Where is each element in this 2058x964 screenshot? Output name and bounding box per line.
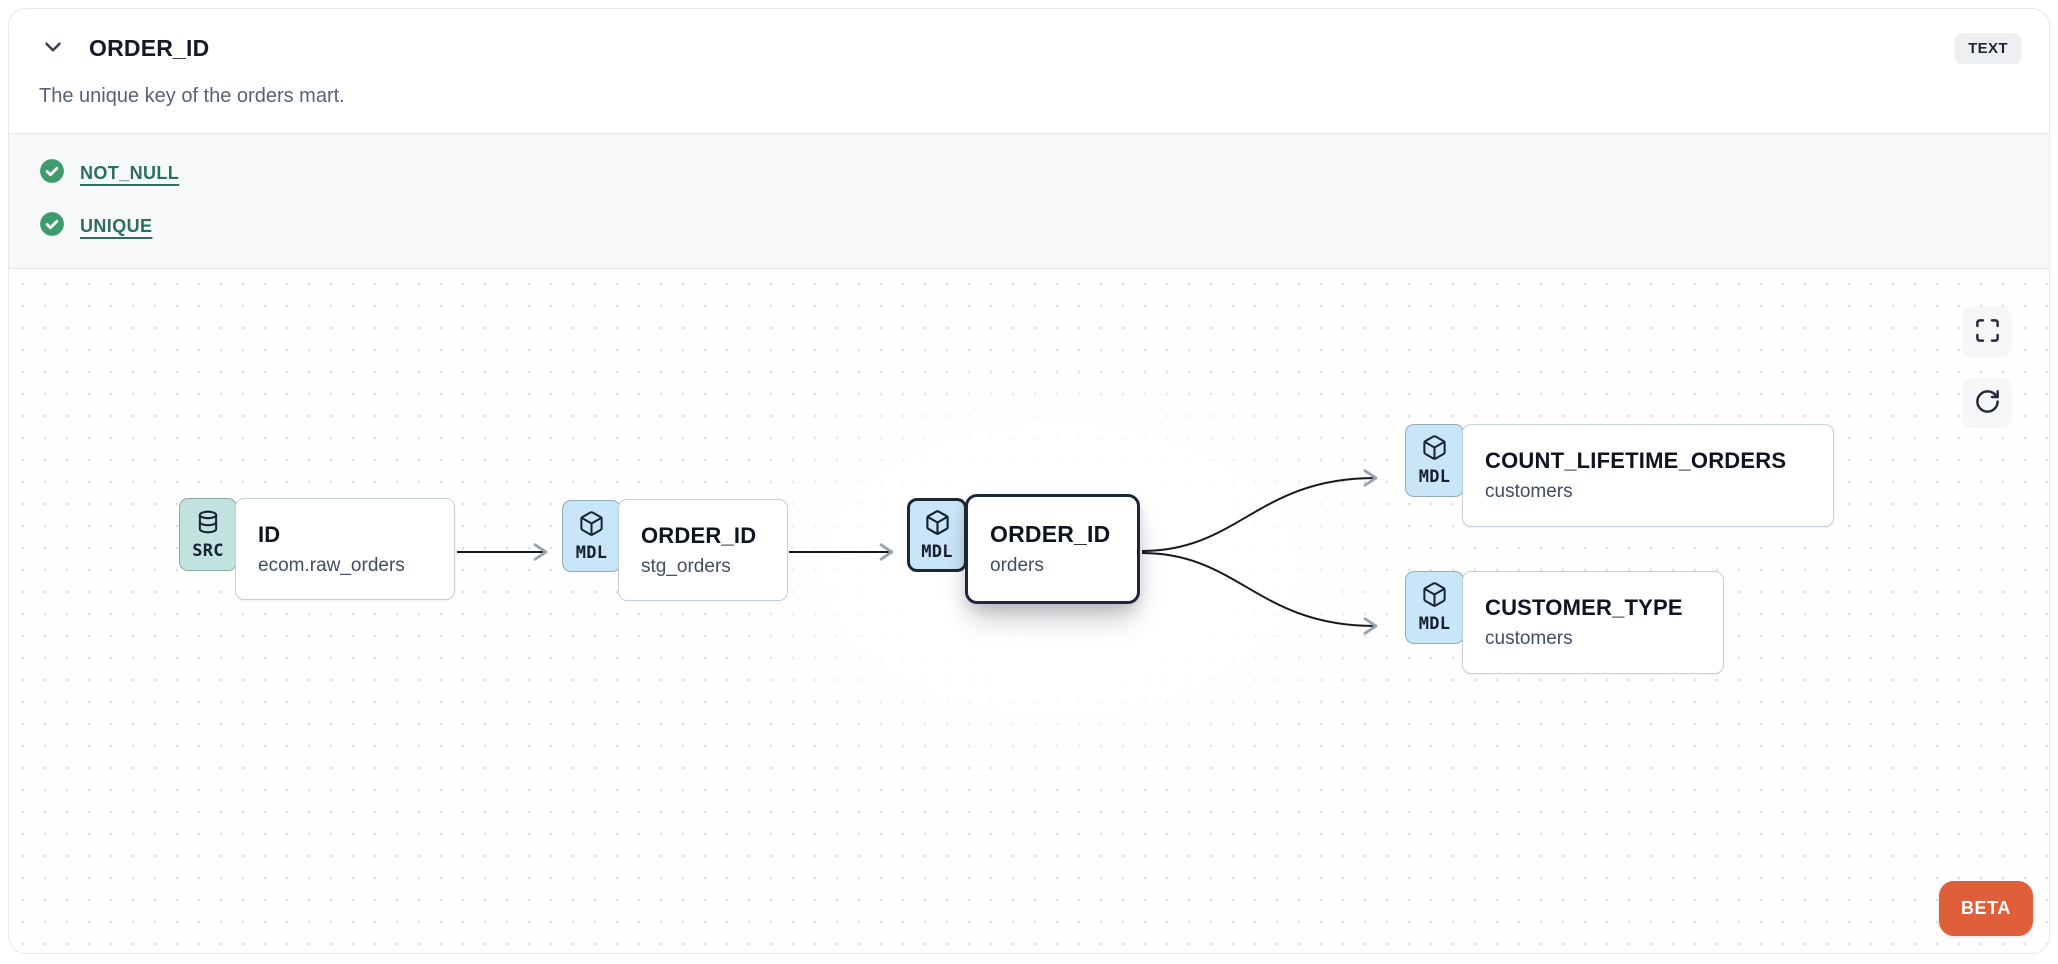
node-card: ORDER_ID orders xyxy=(965,494,1140,604)
column-details-panel: ORDER_ID TEXT The unique key of the orde… xyxy=(8,8,2050,954)
node-card: CUSTOMER_TYPE customers xyxy=(1462,571,1724,674)
node-badge-source: SRC xyxy=(179,498,237,571)
check-circle-icon xyxy=(39,158,65,189)
node-subtitle: customers xyxy=(1485,628,1573,649)
node-card: ORDER_ID stg_orders xyxy=(618,499,788,601)
database-icon xyxy=(195,509,221,540)
check-circle-icon xyxy=(39,211,65,242)
collapse-button[interactable] xyxy=(39,35,67,63)
lineage-edges xyxy=(457,469,1378,635)
box-icon xyxy=(924,509,951,541)
panel-header: ORDER_ID TEXT xyxy=(9,9,2049,64)
fullscreen-button[interactable] xyxy=(1962,307,2012,357)
node-title: ORDER_ID xyxy=(641,522,757,548)
node-badge-label: SRC xyxy=(192,540,224,561)
box-icon xyxy=(578,510,605,542)
rotate-cw-icon xyxy=(1974,388,2001,418)
test-link-not-null[interactable]: NOT_NULL xyxy=(80,162,180,183)
column-type-badge: TEXT xyxy=(1955,33,2021,64)
node-badge-label: MDL xyxy=(575,542,608,563)
node-badge-model: MDL xyxy=(907,498,967,572)
node-subtitle: stg_orders xyxy=(641,555,731,577)
box-icon xyxy=(1421,581,1448,613)
column-description: The unique key of the orders mart. xyxy=(39,85,345,107)
test-link-unique[interactable]: UNIQUE xyxy=(80,215,153,236)
node-title: ORDER_ID xyxy=(990,521,1111,547)
node-card: ID ecom.raw_orders xyxy=(235,498,455,600)
node-badge-label: MDL xyxy=(921,541,953,562)
maximize-icon xyxy=(1974,317,2001,347)
node-subtitle: orders xyxy=(990,555,1044,576)
beta-badge: BETA xyxy=(1939,881,2033,936)
node-title: COUNT_LIFETIME_ORDERS xyxy=(1485,448,1787,473)
box-icon xyxy=(1421,434,1448,466)
node-badge-label: MDL xyxy=(1418,467,1451,487)
node-badge-label: MDL xyxy=(1418,614,1451,634)
lineage-canvas[interactable]: SRC ID ecom.raw_orders MDL ORDER_ID stg_… xyxy=(9,269,2049,953)
node-badge-model: MDL xyxy=(1405,571,1464,644)
node-badge-model: MDL xyxy=(562,500,621,572)
refresh-button[interactable] xyxy=(1962,378,2012,428)
node-badge-model: MDL xyxy=(1405,424,1464,497)
node-title: CUSTOMER_TYPE xyxy=(1485,595,1683,620)
node-subtitle: ecom.raw_orders xyxy=(258,554,405,576)
chevron-down-icon xyxy=(40,34,66,63)
node-title: ID xyxy=(258,521,281,547)
test-row: UNIQUE xyxy=(39,208,2019,244)
test-row: NOT_NULL xyxy=(39,155,2019,191)
node-subtitle: customers xyxy=(1485,481,1573,502)
tests-section: NOT_NULL UNIQUE xyxy=(9,133,2049,269)
node-card: COUNT_LIFETIME_ORDERS customers xyxy=(1462,424,1834,527)
column-title: ORDER_ID xyxy=(89,35,210,61)
